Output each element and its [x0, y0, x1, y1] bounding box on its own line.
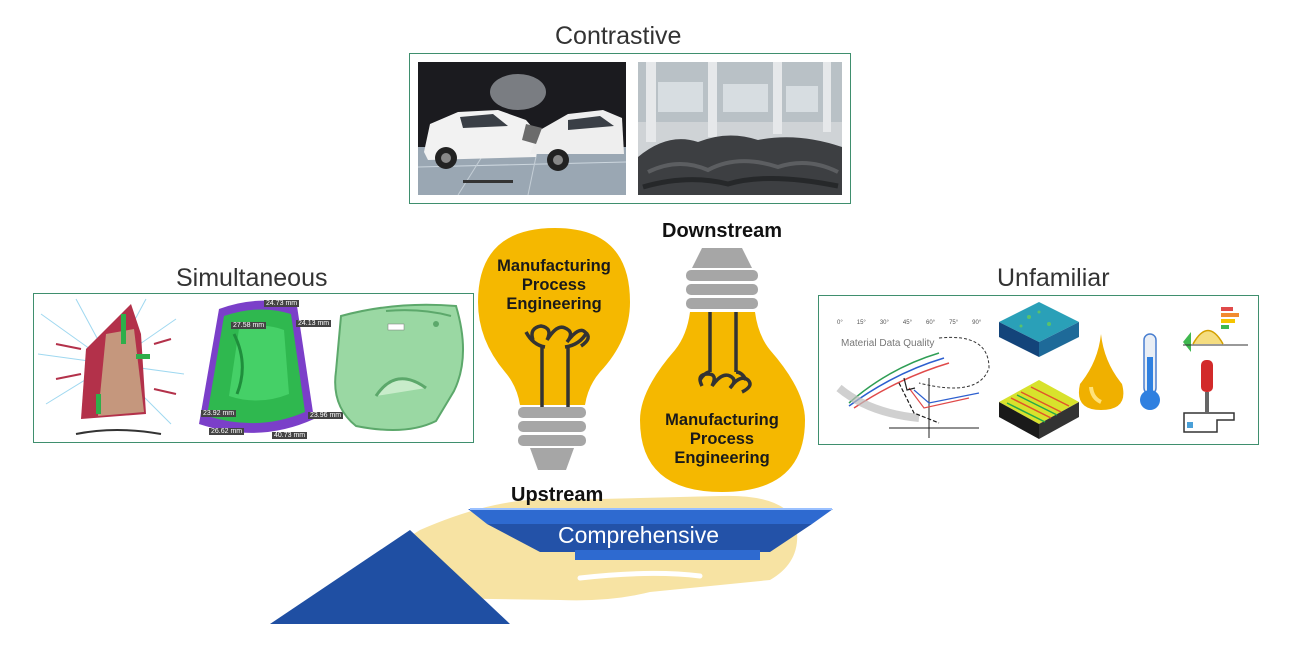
downstream-bulb-line-3: Engineering: [674, 449, 770, 467]
upstream-bulb-line-3: Engineering: [506, 295, 602, 313]
upstream-bulb-filament: [524, 324, 590, 407]
legend-row: 0° 15° 30° 45° 60° 75° 90°: [837, 320, 981, 326]
die-face-model-image: [37, 298, 185, 435]
hand-shape: [270, 495, 798, 624]
downstream-bulb-line-2: Process: [689, 430, 755, 448]
upstream-label: Upstream: [511, 484, 604, 506]
legend-item-0: 0°: [837, 320, 843, 326]
legend-item-90: 90°: [972, 320, 982, 326]
measure-label-7: 40.73 mm: [272, 432, 308, 439]
car-crash-image: [418, 62, 626, 195]
legend-item-45: 45°: [902, 320, 912, 326]
measure-label-5: 23.96 mm: [308, 412, 344, 419]
thermometer-icon: [1140, 333, 1160, 410]
upstream-bulb-line-1: Manufacturing: [497, 257, 611, 275]
distribution-icon: [1183, 307, 1248, 352]
platform-base: [575, 550, 760, 560]
test-fixture-icon: [1183, 360, 1235, 433]
unfamiliar-panel: 0° 15° 30° 45° 60° 75° 90° Material Data…: [818, 295, 1259, 445]
unfamiliar-label: Unfamiliar: [997, 264, 1110, 292]
contrastive-label: Contrastive: [555, 22, 682, 50]
measure-label-6: 26.62 mm: [209, 428, 245, 435]
scrap-pile-image: [638, 62, 842, 195]
measure-label-3: 24.13 mm: [296, 320, 332, 327]
legend-item-15: 15°: [856, 320, 866, 326]
comprehensive-label: Comprehensive: [558, 522, 720, 548]
fender-model-image: [334, 303, 464, 431]
simultaneous-panel: 24.73 mm 27.58 mm 24.13 mm 23.92 mm 23.9…: [33, 293, 474, 443]
upstream-bulb-text: Manufacturing Process Engineering: [484, 257, 624, 314]
downstream-label: Downstream: [662, 220, 783, 242]
upstream-bulb-base: [518, 407, 586, 470]
legend-item-60: 60°: [925, 320, 936, 326]
measure-label-2: 27.58 mm: [231, 322, 267, 329]
sleeve-shape: [270, 530, 510, 624]
simultaneous-label: Simultaneous: [176, 264, 328, 292]
downstream-bulb-filament: [698, 312, 752, 394]
downstream-bulb-line-1: Manufacturing: [665, 411, 779, 429]
measure-label-4: 23.92 mm: [201, 410, 237, 417]
contrastive-panel: [409, 53, 851, 204]
legend-item-30: 30°: [879, 320, 889, 326]
measure-label-1: 24.73 mm: [264, 300, 300, 307]
upstream-bulb-glass: [478, 228, 630, 405]
surface-textures-image: [999, 302, 1079, 439]
legend-item-75: 75°: [949, 320, 959, 326]
downstream-bulb-text: Manufacturing Process Engineering: [652, 411, 792, 468]
stamped-part-model-image: [199, 300, 314, 433]
material-chart-title: Material Data Quality: [841, 338, 935, 349]
downstream-bulb-base: [686, 248, 758, 309]
oil-drop-icon: [1078, 334, 1124, 410]
material-curves-image: [836, 336, 990, 438]
upstream-bulb-line-2: Process: [521, 276, 587, 294]
